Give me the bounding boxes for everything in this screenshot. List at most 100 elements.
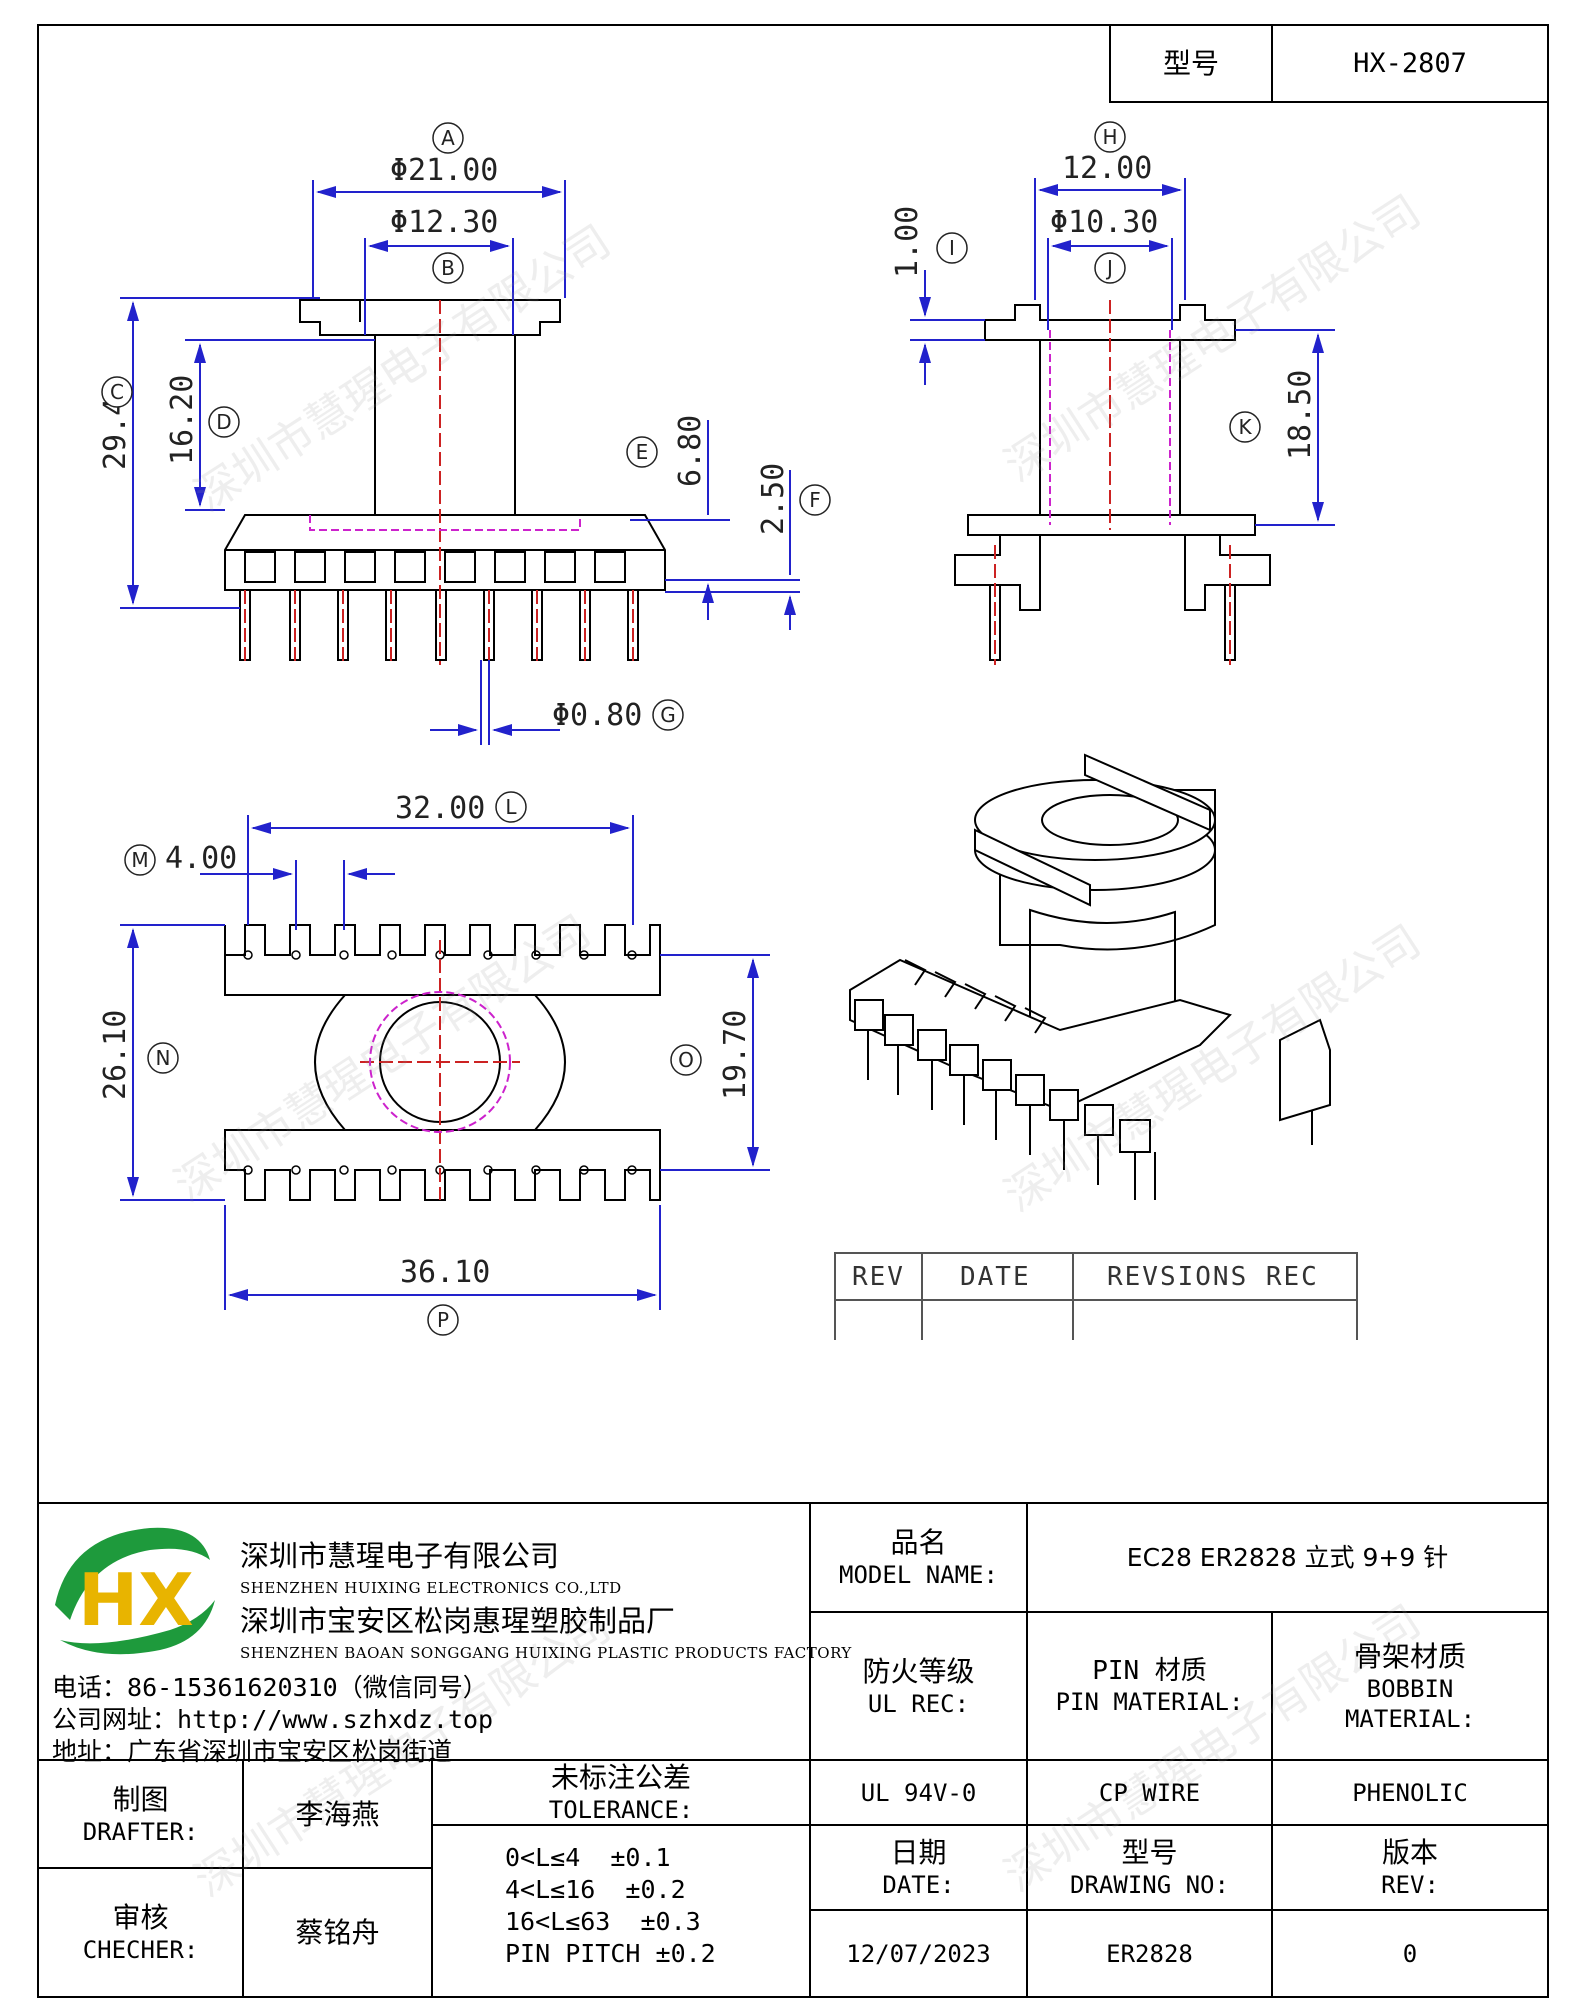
- bobbin-material-label: 骨架材质 BOBBIN MATERIAL:: [1272, 1612, 1548, 1760]
- ul-rec-en: UL REC:: [867, 1689, 970, 1718]
- website-label: 公司网址：: [52, 1705, 178, 1734]
- pin-material-label: PIN 材质 PIN MATERIAL:: [1027, 1612, 1272, 1760]
- website-line: 公司网址：http://www.szhxdz.top: [52, 1700, 493, 1736]
- front-centerlines: [244, 300, 634, 665]
- checker-value: 蔡铭舟: [295, 1916, 380, 1949]
- tolerance-row: PIN PITCH ±0.2: [505, 1939, 716, 1968]
- ul-rec-cn: 防火等级: [862, 1654, 975, 1688]
- dim-value-B: Φ12.30: [390, 205, 498, 240]
- dim-value-O: 19.70: [718, 1010, 753, 1100]
- svg-text:B: B: [441, 256, 455, 280]
- rev-header-date: DATE: [960, 1262, 1031, 1292]
- dim-value-N: 26.10: [98, 1010, 133, 1100]
- front-view: [224, 299, 666, 661]
- svg-text:E: E: [636, 440, 649, 464]
- drafter-label: 制图 DRAFTER:: [38, 1760, 243, 1868]
- ul-rec-value: UL 94V-0: [860, 1778, 977, 1807]
- model-name-cn: 品名: [890, 1526, 947, 1559]
- checker-en: CHECHER:: [82, 1936, 199, 1964]
- dim-letter-N: N: [147, 1042, 179, 1074]
- dim-value-F: 2.50: [756, 463, 791, 535]
- pin-material-en: PIN MATERIAL:: [1055, 1688, 1244, 1717]
- factory-name-en: SHENZHEN BAOAN SONGGANG HUIXING PLASTIC …: [240, 1644, 852, 1662]
- model-name-value: EC28 ER2828 立式 9+9 针: [1126, 1542, 1449, 1572]
- date-cn: 日期: [890, 1836, 947, 1869]
- dim-value-H: 12.00: [1062, 151, 1152, 186]
- svg-text:A: A: [441, 126, 455, 150]
- rev-value: 0: [1402, 1939, 1418, 1968]
- date-value: 12/07/2023: [846, 1939, 991, 1968]
- tolerance-label: 未标注公差 TOLERANCE:: [432, 1760, 810, 1825]
- bobbin-material-en1: BOBBIN: [1366, 1674, 1454, 1703]
- side-centerlines: [994, 300, 1231, 665]
- tolerance-row: 4<L≤16 ±0.2: [505, 1875, 686, 1904]
- address-value: 广东省深圳市宝安区松岗街道: [127, 1737, 453, 1766]
- bottom-hidden: [369, 991, 511, 1133]
- iso-slots: [904, 959, 1047, 1034]
- dim-letter-B: B: [432, 252, 464, 284]
- dim-value-G: Φ0.80: [552, 698, 642, 733]
- checker-label: 审核 CHECHER:: [38, 1868, 243, 1997]
- rev-cn: 版本: [1381, 1836, 1438, 1869]
- dim-letter-P: P: [427, 1304, 459, 1336]
- date-label: 日期 DATE:: [810, 1825, 1027, 1910]
- svg-text:F: F: [809, 488, 821, 512]
- company-name-cn: 深圳市慧瑆电子有限公司: [240, 1539, 560, 1573]
- svg-text:I: I: [949, 236, 955, 260]
- drawing-frame: [37, 24, 1549, 1998]
- address-label: 地址：: [52, 1737, 128, 1766]
- factory-name-cn: 深圳市宝安区松岗惠瑆塑胶制品厂: [240, 1604, 676, 1638]
- ul-rec-label: 防火等级 UL REC:: [810, 1612, 1027, 1760]
- model-name-en: MODEL NAME:: [839, 1561, 998, 1589]
- dim-value-K: 18.50: [1283, 370, 1318, 460]
- dim-letter-C: C: [101, 376, 133, 408]
- model-box-label: 型号: [1162, 47, 1219, 80]
- rev-header-rev: REV: [852, 1262, 905, 1292]
- dim-value-D: 16.20: [165, 375, 200, 465]
- drafter-en: DRAFTER:: [82, 1817, 199, 1846]
- rev-header-records: REVSIONS REC: [1107, 1262, 1319, 1292]
- logo-letters: HX: [78, 1558, 194, 1642]
- dim-value-P: 36.10: [400, 1255, 490, 1290]
- dim-letter-J: J: [1094, 252, 1126, 284]
- side-hidden: [1049, 330, 1171, 525]
- model-box: [1109, 24, 1549, 103]
- iso-pin-blocks: [854, 999, 1151, 1153]
- phone-value: 86-15361620310（微信同号）: [127, 1673, 488, 1702]
- bobbin-material-en2: MATERIAL:: [1344, 1704, 1476, 1733]
- drawing-no-label: 型号 DRAWING NO:: [1027, 1825, 1272, 1910]
- company-logo: HX: [55, 1527, 215, 1655]
- dim-letter-I: I: [936, 232, 968, 264]
- model-name-label: 品名 MODEL NAME:: [810, 1503, 1027, 1612]
- dim-value-L: 32.00: [395, 791, 485, 826]
- dim-letter-K: K: [1229, 411, 1261, 443]
- address-line: 地址：广东省深圳市宝安区松岗街道: [52, 1732, 452, 1768]
- dim-value-I: 1.00: [890, 206, 925, 278]
- svg-text:K: K: [1238, 415, 1252, 439]
- rev-en: REV:: [1381, 1871, 1439, 1899]
- svg-text:H: H: [1102, 125, 1117, 149]
- bottom-pin-holes: [243, 950, 637, 1175]
- rev-table: [834, 1252, 1358, 1340]
- website-value: http://www.szhxdz.top: [177, 1705, 494, 1734]
- svg-text:G: G: [660, 703, 676, 727]
- svg-text:O: O: [678, 1048, 694, 1072]
- bobbin-material-value: PHENOLIC: [1352, 1778, 1468, 1807]
- svg-text:C: C: [110, 380, 124, 404]
- front-slots: [244, 551, 626, 583]
- dim-value-J: Φ10.30: [1050, 205, 1158, 240]
- dim-letter-D: D: [208, 406, 240, 438]
- title-block-grid: [38, 1502, 1548, 1997]
- date-en: DATE:: [882, 1871, 955, 1899]
- model-box-value: HX-2807: [1353, 47, 1467, 79]
- dim-letter-E: E: [626, 436, 658, 468]
- drawing-no-value: ER2828: [1106, 1939, 1193, 1968]
- dim-letter-A: A: [432, 122, 464, 154]
- dim-value-M: 4.00: [165, 841, 237, 876]
- svg-text:N: N: [156, 1046, 171, 1070]
- tolerance-en: TOLERANCE:: [548, 1796, 694, 1824]
- pin-material-value: CP WIRE: [1098, 1778, 1201, 1807]
- drafter-value: 李海燕: [295, 1797, 380, 1831]
- dim-letter-G: G: [652, 699, 684, 731]
- tolerance-row: 0<L≤4 ±0.1: [505, 1843, 671, 1872]
